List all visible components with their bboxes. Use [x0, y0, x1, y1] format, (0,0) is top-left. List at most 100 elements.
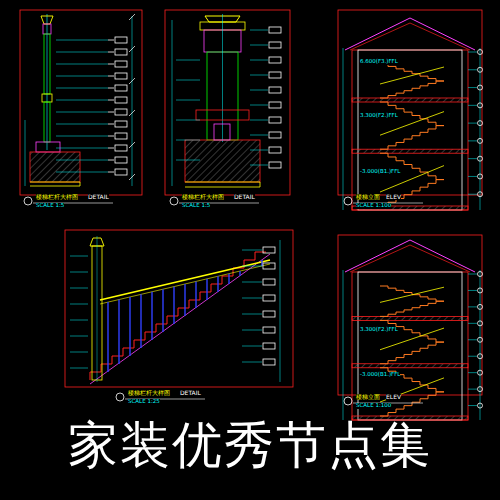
handrail-section — [196, 110, 249, 120]
callout-box — [115, 121, 127, 127]
handrail-section — [36, 142, 60, 152]
leader-line — [176, 60, 200, 61]
leader-line — [468, 105, 477, 106]
leader-line — [56, 124, 108, 125]
baluster — [217, 276, 218, 292]
baluster — [140, 294, 141, 348]
wall-inner — [358, 50, 462, 210]
leader-line — [242, 266, 262, 267]
leader-tick — [108, 52, 114, 53]
leader-line — [176, 100, 200, 101]
sheet-title: 家装优秀节点集 — [0, 420, 500, 470]
panel-title-en: DETAIL — [180, 390, 201, 396]
callout-box — [269, 87, 281, 93]
leader-line — [56, 52, 108, 53]
leader-line — [242, 282, 262, 283]
callout-box — [269, 117, 281, 123]
baluster-cap — [41, 16, 53, 24]
level-mark: -3.000(B1.)FFL — [360, 169, 400, 175]
dimension-tick — [129, 78, 135, 84]
stair-flight — [380, 81, 444, 98]
leader-line — [468, 52, 477, 53]
leader-line — [70, 320, 88, 321]
caption-bubble — [344, 397, 352, 405]
dimension-line — [280, 240, 281, 382]
callout-box — [115, 109, 127, 115]
scale-note: SCALE 1:100 — [356, 203, 391, 209]
leader-tick — [108, 124, 114, 125]
leader-line — [242, 330, 262, 331]
grid-bubble — [478, 192, 483, 197]
grid-bubble — [478, 354, 483, 359]
leader-line — [70, 272, 88, 273]
leader-line — [250, 120, 268, 121]
panel-frame — [165, 10, 290, 195]
leader-line — [468, 389, 477, 390]
stair-steps — [90, 252, 266, 380]
baluster — [162, 289, 163, 332]
roof-outline — [345, 240, 475, 272]
dimension-line — [172, 20, 173, 186]
leader-line — [70, 288, 88, 289]
grid-bubble — [478, 50, 483, 55]
leader-line — [468, 194, 477, 195]
leader-line — [468, 356, 477, 357]
leader-line — [468, 306, 477, 307]
grid-bubble — [478, 103, 483, 108]
leader-line — [250, 90, 268, 91]
panel-title: 楼梯栏杆大样图 — [128, 390, 170, 396]
baluster-shaft — [44, 102, 50, 142]
callout-box — [269, 162, 281, 168]
level-mark: -3.000(B1.)FFL — [360, 372, 400, 378]
stair-soffit — [90, 254, 270, 384]
callout-box — [115, 73, 127, 79]
callout-box — [269, 27, 281, 33]
leader-line — [242, 298, 262, 299]
leader-line — [242, 362, 262, 363]
handrail — [380, 67, 444, 84]
finish-layer — [185, 182, 260, 187]
leader-line — [468, 339, 477, 340]
baluster — [129, 297, 130, 356]
leader-line — [468, 158, 477, 159]
baluster — [195, 281, 196, 308]
leader-line — [242, 314, 262, 315]
center-line — [97, 236, 98, 382]
callout-box — [115, 49, 127, 55]
leader-tick — [108, 76, 114, 77]
dimension-line — [25, 120, 26, 186]
stair-flight — [380, 64, 444, 81]
leader-line — [468, 176, 477, 177]
leader-line — [56, 172, 108, 173]
callout-box — [263, 327, 275, 333]
leader-line — [56, 64, 108, 65]
callout-box — [115, 85, 127, 91]
leader-tick — [108, 148, 114, 149]
panel-frame — [20, 10, 142, 195]
grid-bubble — [478, 387, 483, 392]
leader-line — [56, 76, 108, 77]
roof-outline — [345, 18, 475, 50]
callout-box — [263, 311, 275, 317]
leader-line — [70, 304, 88, 305]
callout-box — [269, 147, 281, 153]
callout-box — [269, 72, 281, 78]
callout-box — [115, 97, 127, 103]
callout-box — [269, 132, 281, 138]
panel-title: 楼梯立面 — [356, 394, 380, 400]
leader-line — [468, 405, 477, 406]
stair-flight — [380, 153, 444, 179]
handrail — [380, 287, 444, 302]
dimension-line — [343, 48, 344, 210]
grid-bubble — [478, 370, 483, 375]
dimension-line — [343, 270, 344, 420]
leader-tick — [108, 40, 114, 41]
callout-box — [115, 157, 127, 163]
leader-line — [468, 140, 477, 141]
concrete-step — [30, 152, 80, 182]
dimension-line — [480, 270, 481, 420]
leader-line — [250, 30, 268, 31]
level-mark: 3.300(F2.)FFL — [360, 113, 398, 119]
leader-line — [176, 120, 200, 121]
leader-line — [468, 69, 477, 70]
